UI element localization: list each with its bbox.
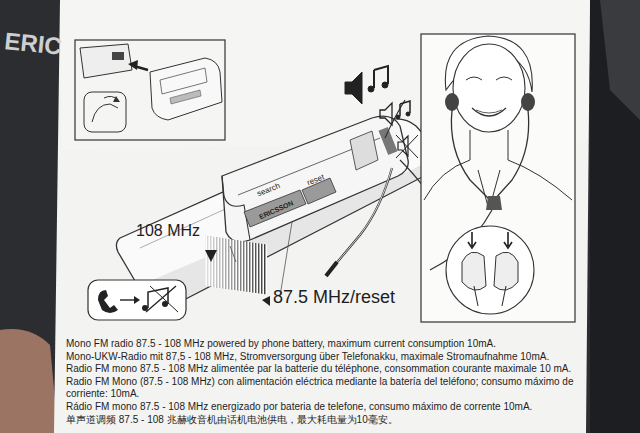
spec-text-line: Radio FM Mono (87.5 - 108 MHz) con alime… xyxy=(66,376,584,401)
spec-text-line: Mono-UKW-Radio mit 87,5 - 108 MHz, Strom… xyxy=(66,351,584,364)
spec-text-line: 单声道调频 87.5 - 108 兆赫收音机由话机电池供电，最大耗电量为10毫安… xyxy=(66,414,584,427)
spec-text-line: Rádio FM mono 87.5 - 108 MHz energizado … xyxy=(66,401,584,414)
spec-text-line: Radio FM mono 87.5 - 108 MHz alimentée p… xyxy=(66,363,584,376)
frequency-label: 87.5 MHz/reset xyxy=(273,288,395,308)
frequency-label: 108 MHz xyxy=(136,222,200,240)
spec-text-line: Mono FM radio 87.5 - 108 MHz powered by … xyxy=(66,338,584,351)
spec-text-block: Mono FM radio 87.5 - 108 MHz powered by … xyxy=(66,338,584,426)
